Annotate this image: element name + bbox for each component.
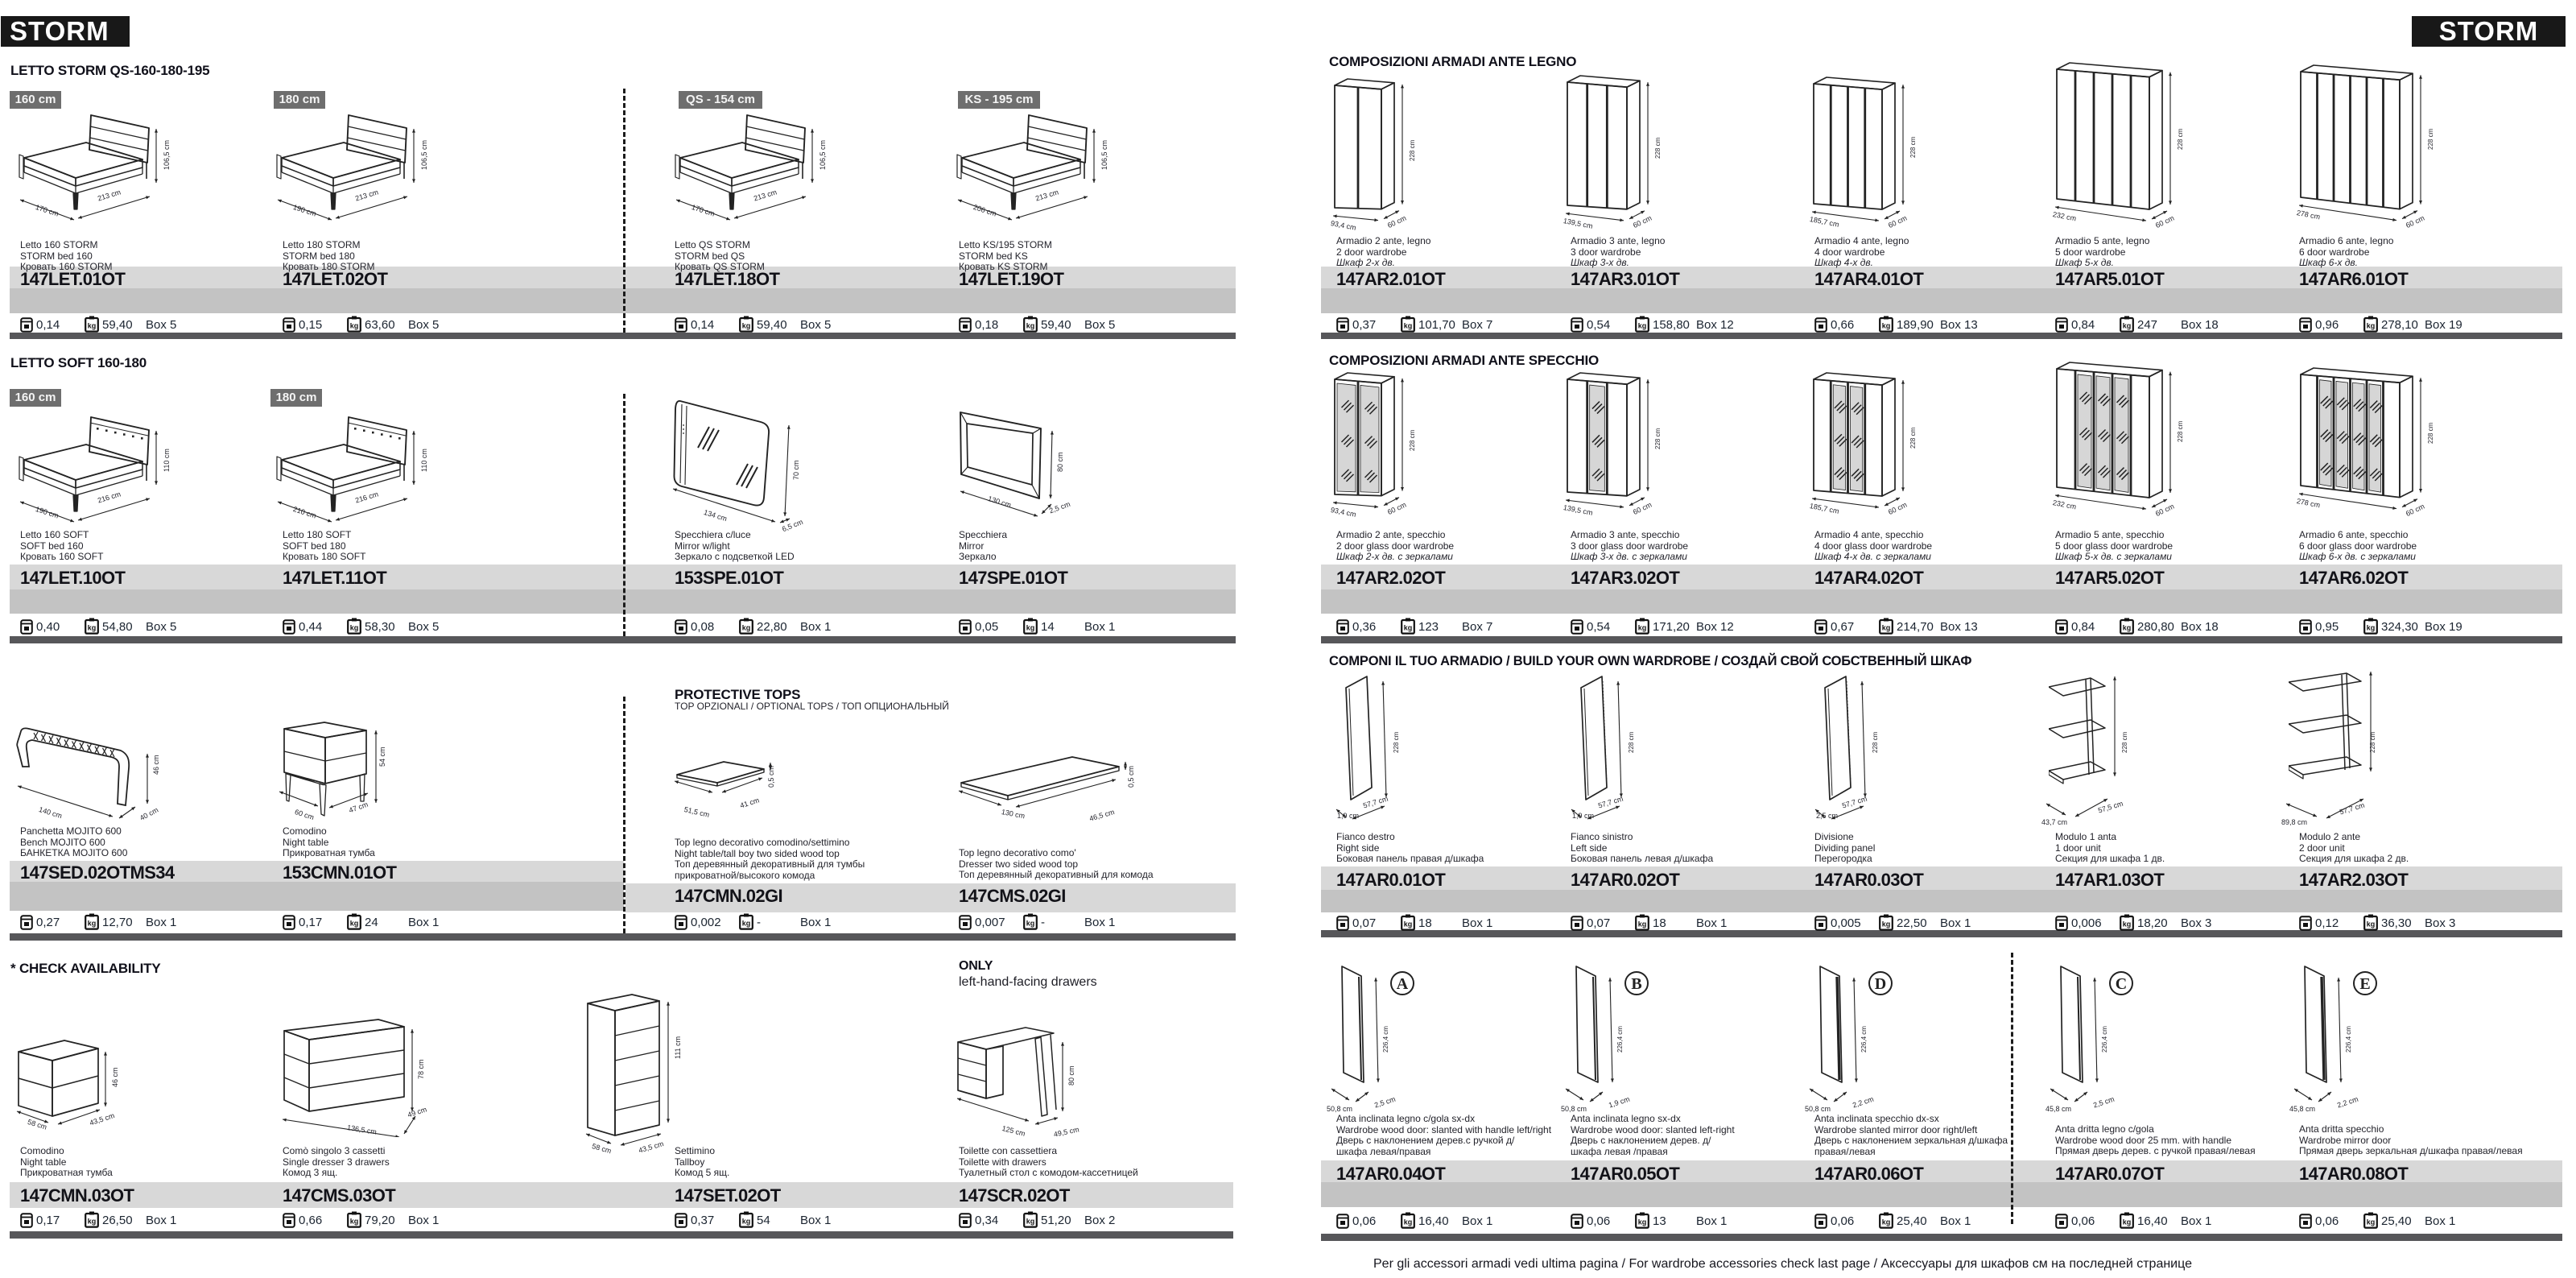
svg-text:kg: kg bbox=[1404, 624, 1413, 632]
svg-text:kg: kg bbox=[1638, 1218, 1647, 1226]
svg-text:kg: kg bbox=[1882, 624, 1891, 632]
svg-text:kg: kg bbox=[350, 624, 359, 632]
svg-text:kg: kg bbox=[1404, 920, 1413, 929]
svg-text:kg: kg bbox=[350, 920, 359, 928]
svg-text:kg: kg bbox=[350, 1218, 359, 1226]
svg-text:kg: kg bbox=[1026, 1218, 1035, 1226]
svg-text:kg: kg bbox=[350, 322, 359, 330]
svg-text:kg: kg bbox=[1404, 1218, 1413, 1226]
svg-text:kg: kg bbox=[742, 920, 751, 928]
svg-text:kg: kg bbox=[1638, 624, 1647, 632]
svg-text:kg: kg bbox=[2123, 624, 2132, 632]
svg-text:kg: kg bbox=[1638, 920, 1647, 929]
svg-text:kg: kg bbox=[88, 920, 97, 928]
svg-text:kg: kg bbox=[742, 322, 751, 330]
svg-text:kg: kg bbox=[1638, 322, 1647, 330]
svg-text:kg: kg bbox=[2367, 624, 2376, 632]
svg-text:kg: kg bbox=[2123, 322, 2132, 330]
svg-text:kg: kg bbox=[2367, 920, 2376, 929]
svg-text:kg: kg bbox=[2367, 1218, 2376, 1226]
svg-text:kg: kg bbox=[1882, 920, 1891, 929]
svg-text:kg: kg bbox=[88, 624, 97, 632]
svg-text:kg: kg bbox=[2123, 920, 2132, 929]
svg-text:kg: kg bbox=[88, 1218, 97, 1226]
svg-text:kg: kg bbox=[1404, 322, 1413, 330]
svg-text:kg: kg bbox=[88, 322, 97, 330]
svg-text:kg: kg bbox=[1882, 322, 1891, 330]
svg-text:kg: kg bbox=[2123, 1218, 2132, 1226]
svg-text:kg: kg bbox=[742, 1218, 751, 1226]
svg-text:kg: kg bbox=[1026, 920, 1035, 928]
svg-text:kg: kg bbox=[1026, 322, 1035, 330]
svg-text:kg: kg bbox=[742, 624, 751, 632]
svg-text:kg: kg bbox=[1026, 624, 1035, 632]
svg-text:kg: kg bbox=[2367, 322, 2376, 330]
svg-text:kg: kg bbox=[1882, 1218, 1891, 1226]
